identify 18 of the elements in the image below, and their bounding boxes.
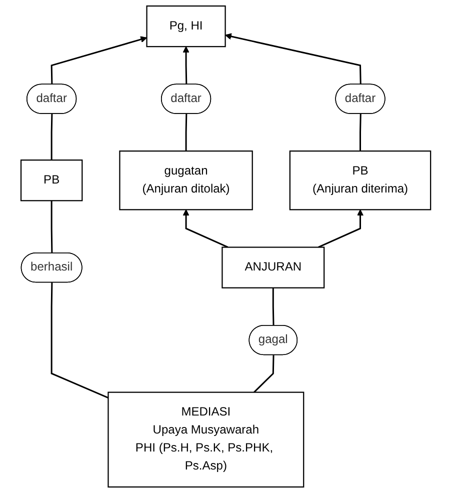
connector [184,114,187,152]
connector [359,114,362,152]
node-box: PB (Anjuran diterima) [289,150,431,210]
connector [50,282,108,398]
arrow [318,209,364,248]
arrow [182,46,190,85]
arrow [182,209,228,248]
connector [272,288,274,326]
arrow [50,36,147,85]
node-box: gugatan (Anjuran ditolak) [118,150,253,210]
connector [50,200,52,254]
connector [50,114,52,160]
node-box: ANJURAN [221,246,324,288]
node-box: MEDIASI Upaya Musyawarah PHI (Ps.H, Ps.K, Ps.PHK, Ps.Asp) [107,392,304,488]
connector [253,355,274,393]
arrow [224,33,362,85]
node-box: Pg, HI [146,5,226,48]
node-box: PB [20,160,82,202]
